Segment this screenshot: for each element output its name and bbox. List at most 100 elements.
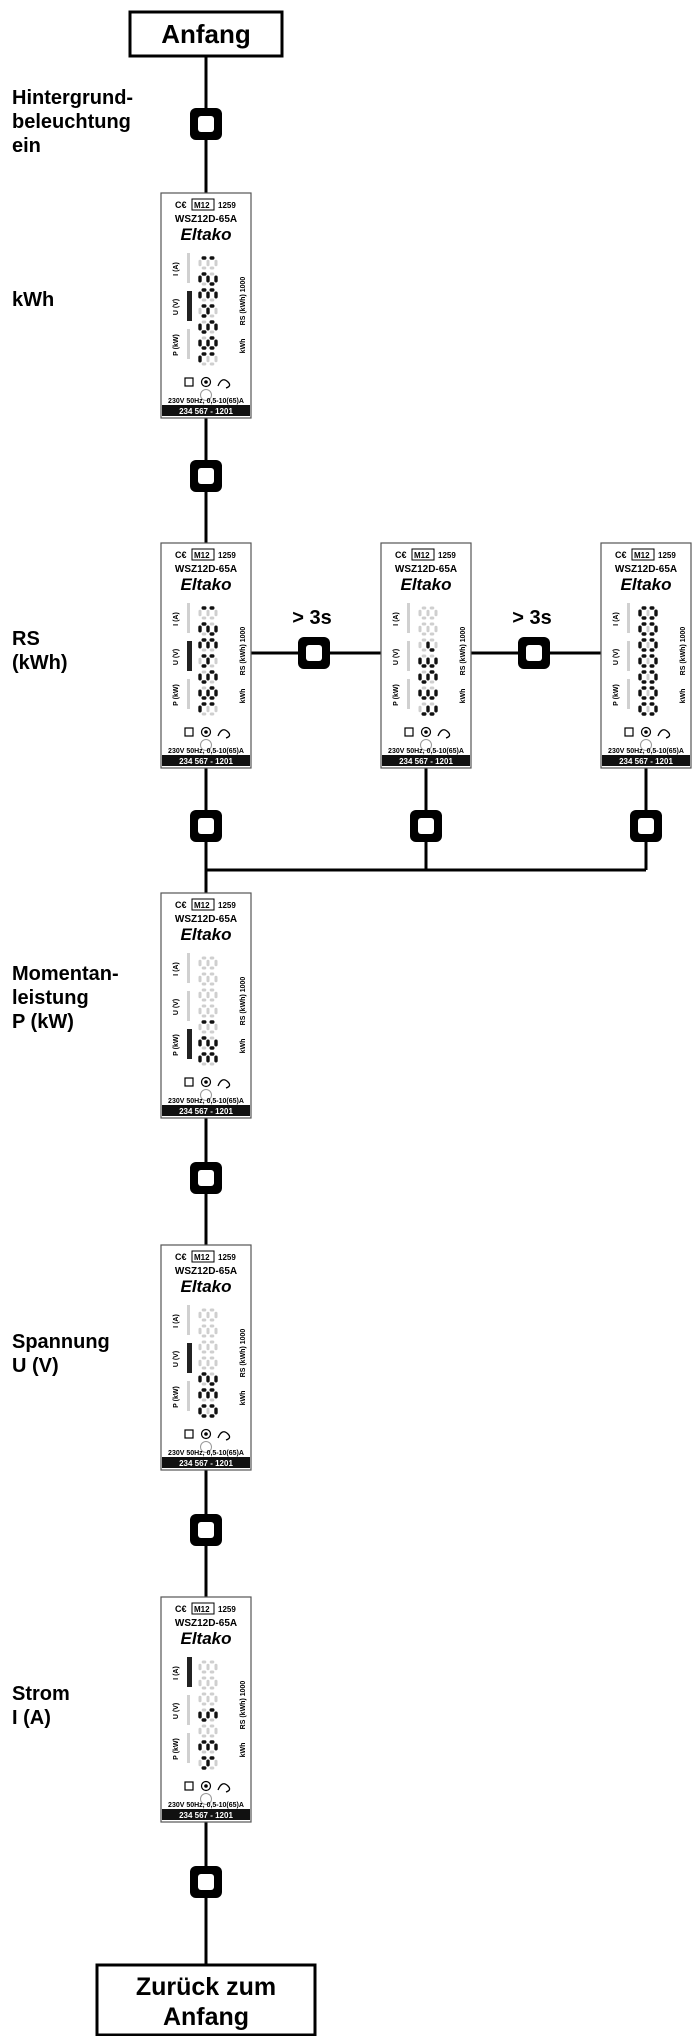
row-marker	[187, 953, 190, 983]
serial-bar	[162, 1457, 250, 1468]
lcd-digit	[198, 1356, 218, 1370]
button-press-icon	[410, 810, 442, 842]
side-unit: kWh	[240, 339, 247, 354]
step-label-power: Momentan- leistung P (kW)	[12, 963, 119, 1033]
lcd-digit	[198, 256, 218, 270]
active-row-marker	[187, 291, 192, 321]
button-inner	[198, 818, 214, 834]
meter-serial: 234 567 - 1201	[619, 757, 673, 766]
connector-lines	[204, 55, 648, 1965]
m12-mark: M12	[194, 1253, 210, 1262]
side-unit: kWh	[680, 689, 687, 704]
lcd-digit	[198, 1308, 218, 1322]
brand-logo: Eltako	[180, 925, 231, 944]
circle-icon	[420, 726, 432, 738]
ce-mark: C€	[395, 550, 407, 560]
m12-box	[191, 548, 215, 561]
square-icon	[624, 727, 634, 737]
brand-logo: Eltako	[180, 225, 231, 244]
button-press-icon	[190, 1514, 222, 1546]
square-icon	[184, 727, 194, 737]
lcd-digit	[198, 1036, 218, 1050]
meter-symbol-icon	[217, 1079, 231, 1089]
meter-rating: 230V 50Hz, 0,5-10(65)A	[168, 1450, 244, 1457]
lcd-digit	[198, 1324, 218, 1338]
row-label: P (kW)	[613, 684, 620, 706]
meter-rating: 230V 50Hz, 0,5-10(65)A	[168, 748, 244, 755]
lcd-digit	[198, 1404, 218, 1418]
sensor-circle	[200, 739, 212, 751]
row-marker	[187, 679, 190, 709]
lcd-display	[198, 606, 218, 716]
row-label: U (V)	[173, 649, 180, 665]
button-press-icon	[190, 108, 222, 140]
m12-box	[191, 1602, 215, 1615]
box-frame	[95, 1963, 317, 2036]
lcd-digit	[198, 956, 218, 970]
meter-rating: 230V 50Hz, 0,5-10(65)A	[168, 1802, 244, 1809]
sensor-circle	[420, 739, 432, 751]
square-icon	[404, 727, 414, 737]
row-label: P (kW)	[393, 684, 400, 706]
hold-label: > 3s	[292, 607, 331, 629]
lcd-digit	[418, 702, 438, 716]
side-label: RS (kWh) 1000	[240, 627, 247, 676]
ce-mark: C€	[175, 200, 187, 210]
sensor-circle	[640, 739, 652, 751]
meter-rating: 230V 50Hz, 0,5-10(65)A	[168, 398, 244, 405]
square-icon	[184, 1781, 194, 1791]
box-label: Zurück zum	[136, 1973, 276, 2001]
brand-logo: Eltako	[400, 575, 451, 594]
sensor-circle	[200, 389, 212, 401]
row-marker	[627, 641, 630, 671]
side-label: RS (kWh) 1000	[680, 627, 687, 676]
meter-model: WSZ12D-65A	[175, 914, 237, 925]
meter-symbol-icon	[437, 729, 451, 739]
lcd-digit	[198, 606, 218, 620]
row-marker	[187, 1733, 190, 1763]
side-label: RS (kWh) 1000	[240, 1681, 247, 1730]
side-label: RS (kWh) 1000	[240, 1329, 247, 1378]
step-label-voltage: Spannung U (V)	[12, 1331, 110, 1377]
meter-rating: 230V 50Hz, 0,5-10(65)A	[168, 1098, 244, 1105]
row-label: I (A)	[173, 262, 180, 276]
lcd-digit	[198, 1740, 218, 1754]
button-press-icon	[190, 810, 222, 842]
row-label: P (kW)	[173, 1386, 180, 1408]
side-unit: kWh	[240, 689, 247, 704]
circle-icon	[200, 376, 212, 388]
lcd-digit	[418, 686, 438, 700]
circle-dot	[204, 1080, 208, 1084]
serial-bar	[162, 1105, 250, 1116]
lcd-display	[198, 1660, 218, 1770]
lcd-digit	[198, 1020, 218, 1034]
hold-label: > 3s	[512, 607, 551, 629]
lcd-digit	[638, 670, 658, 684]
serial-bar	[602, 755, 690, 766]
lcd-display	[198, 256, 218, 366]
circle-dot	[204, 380, 208, 384]
row-label: P (kW)	[173, 1738, 180, 1760]
active-row-marker	[187, 1343, 192, 1373]
row-label: U (V)	[173, 1351, 180, 1367]
lcd-digit	[198, 638, 218, 652]
meter-model: WSZ12D-65A	[175, 564, 237, 575]
circle-dot	[424, 730, 428, 734]
active-row-marker	[187, 641, 192, 671]
meter-serial: 234 567 - 1201	[399, 757, 453, 766]
lcd-digit	[198, 1692, 218, 1706]
lcd-digit	[638, 702, 658, 716]
button-inner	[526, 645, 542, 661]
row-marker	[187, 1305, 190, 1335]
row-label: I (A)	[393, 612, 400, 626]
row-label: P (kW)	[173, 334, 180, 356]
sensor-circle	[200, 1089, 212, 1101]
meter-symbol-icon	[217, 379, 231, 389]
lcd-digit	[198, 1660, 218, 1674]
button-press-icon	[190, 460, 222, 492]
button-inner	[198, 1874, 214, 1890]
